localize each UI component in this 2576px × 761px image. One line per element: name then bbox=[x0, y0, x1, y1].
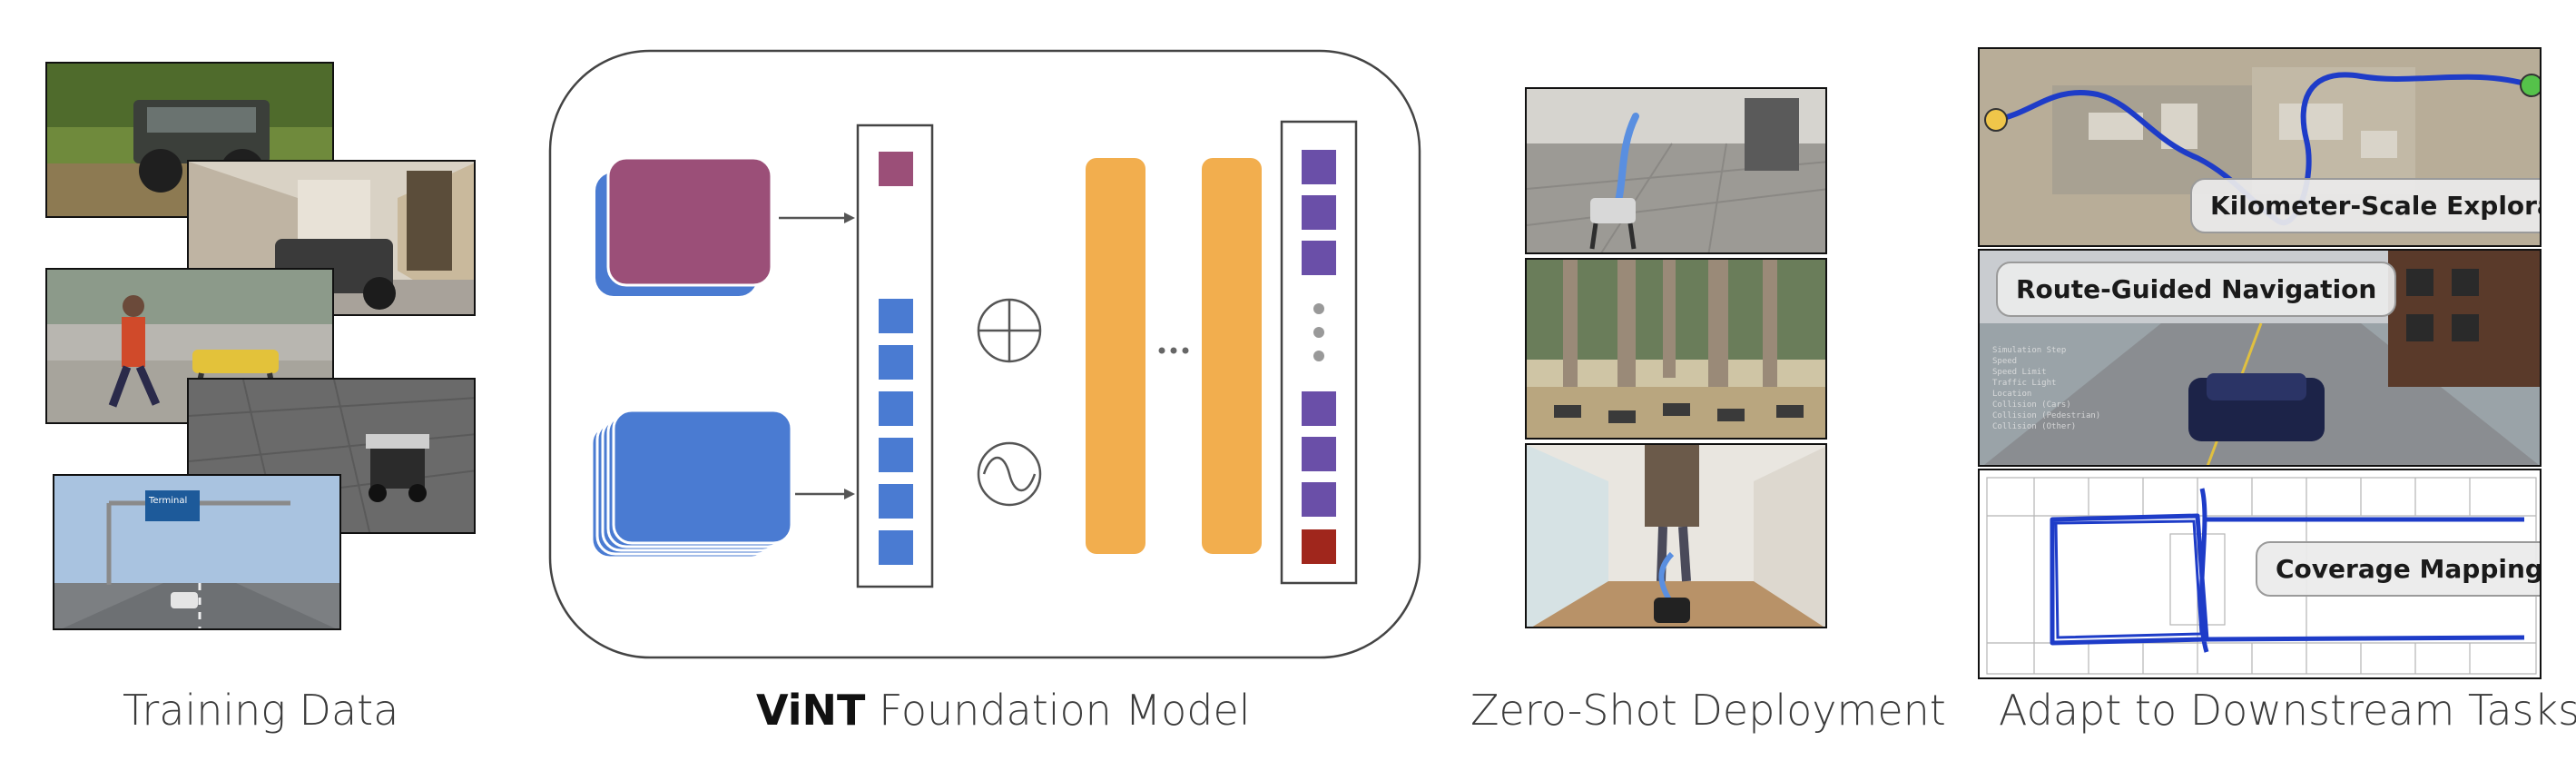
task-panel-exploration: Kilometer-Scale Exploration bbox=[1978, 47, 2542, 247]
obs-arrow-head bbox=[844, 489, 855, 499]
caption-foundation-model: ViNT Foundation Model bbox=[756, 686, 1251, 735]
observation-card bbox=[612, 409, 793, 545]
caption-downstream: Adapt to Downstream Tasks bbox=[1999, 686, 2576, 735]
goal-token bbox=[879, 152, 913, 186]
deployment-photo-indoor-quadruped bbox=[1525, 87, 1827, 254]
task-panel-route: Simulation Step Speed Speed Limit Traffi… bbox=[1978, 249, 2542, 467]
transformer-block-1 bbox=[1086, 158, 1145, 554]
training-photo-highway: Terminal bbox=[53, 474, 341, 630]
task-label-route: Route-Guided Navigation bbox=[1996, 262, 2397, 317]
task-label-coverage: Coverage Mapping bbox=[2256, 541, 2540, 597]
circle-plus-icon bbox=[977, 298, 1042, 363]
ellipsis-icon bbox=[1158, 347, 1189, 354]
caption-model-name: ViNT bbox=[756, 686, 866, 735]
vint-model-diagram bbox=[548, 49, 1421, 659]
transformer-block-2 bbox=[1202, 158, 1262, 554]
observation-tokens bbox=[879, 299, 913, 565]
deployment-photo-hallway-robot bbox=[1525, 443, 1827, 628]
sim-overlay-text: Simulation Step Speed Speed Limit Traffi… bbox=[1992, 346, 2101, 431]
caption-model-suffix: Foundation Model bbox=[879, 686, 1251, 735]
caption-deployment: Zero-Shot Deployment bbox=[1470, 686, 1946, 735]
output-tokens bbox=[1302, 150, 1336, 517]
action-token bbox=[1302, 529, 1336, 564]
task-label-exploration: Kilometer-Scale Exploration bbox=[2190, 178, 2540, 233]
task-panel-coverage: Coverage Mapping bbox=[1978, 469, 2542, 679]
goal-arrow-head bbox=[844, 212, 855, 223]
highway-sign-text: Terminal bbox=[148, 496, 187, 506]
vertical-ellipsis-icon bbox=[1313, 303, 1324, 361]
sine-wave-icon bbox=[977, 441, 1042, 507]
start-marker bbox=[1984, 108, 2008, 132]
deployment-photo-forest-robots bbox=[1525, 258, 1827, 440]
caption-training-data: Training Data bbox=[123, 686, 399, 735]
goal-card bbox=[606, 156, 773, 287]
goal-marker bbox=[2520, 74, 2540, 97]
